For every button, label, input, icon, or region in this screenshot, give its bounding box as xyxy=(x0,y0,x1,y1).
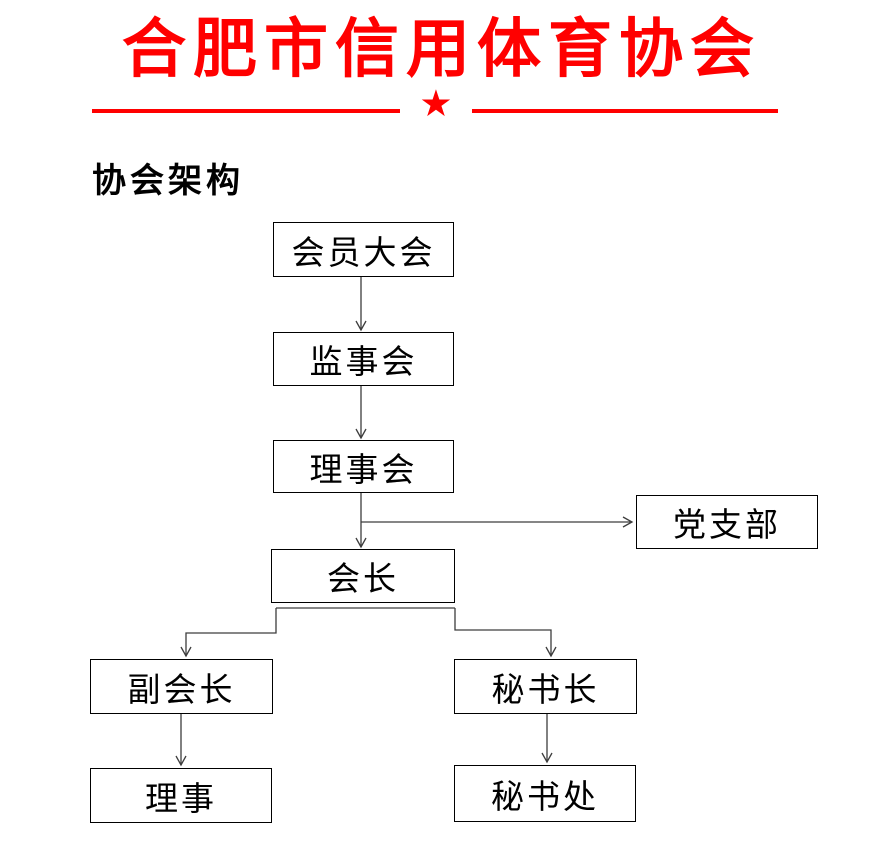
org-node-members-assembly: 会员大会 xyxy=(273,222,454,277)
red-divider-left xyxy=(92,109,400,113)
red-divider-right xyxy=(472,109,778,113)
org-node-secretariat: 秘书处 xyxy=(454,765,636,822)
page-title: 合肥市信用体育协会 xyxy=(122,13,761,85)
org-node-director: 理事 xyxy=(90,768,272,823)
org-node-party-branch: 党支部 xyxy=(636,495,818,549)
org-node-secretary-general: 秘书长 xyxy=(454,659,637,714)
org-node-council: 理事会 xyxy=(273,440,454,493)
org-node-supervisory-board: 监事会 xyxy=(273,332,454,386)
star-icon: ★ xyxy=(419,82,453,125)
section-heading: 协会架构 xyxy=(92,163,244,200)
org-node-president: 会长 xyxy=(271,549,455,603)
org-node-vice-president: 副会长 xyxy=(90,659,273,714)
